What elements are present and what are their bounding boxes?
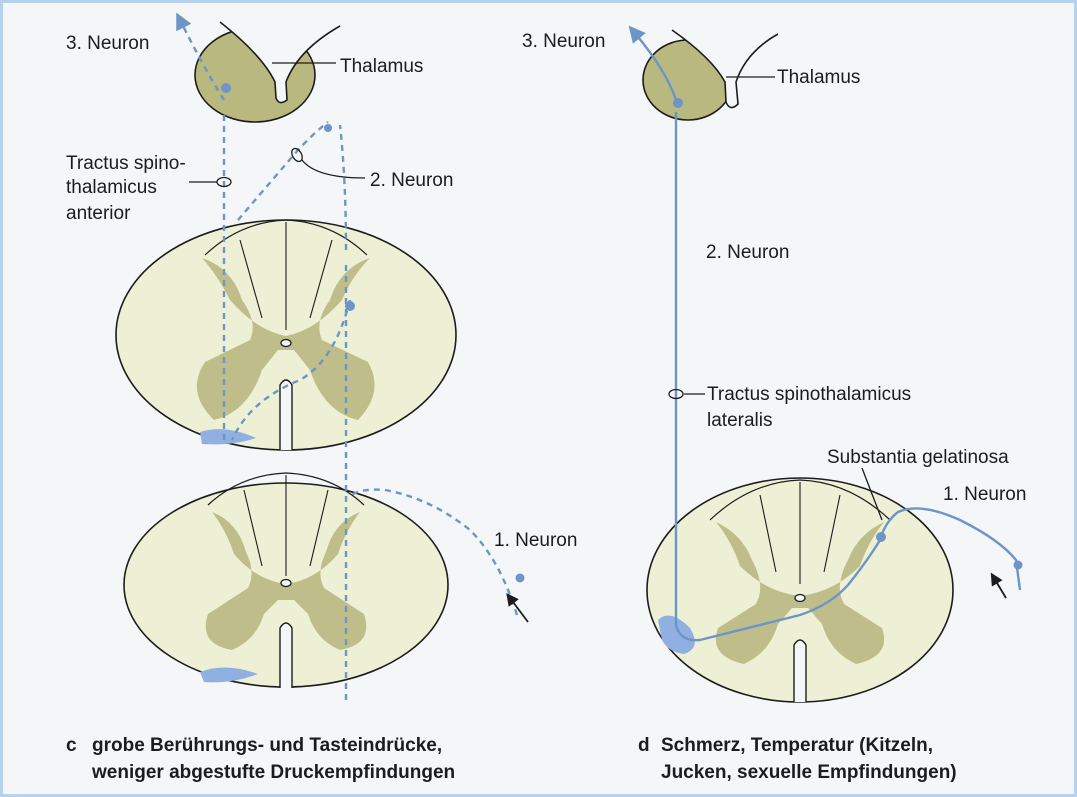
image-border [0, 0, 1077, 797]
figure-stage: 3. Neuron Thalamus Tractus spino- thalam… [0, 0, 1077, 797]
